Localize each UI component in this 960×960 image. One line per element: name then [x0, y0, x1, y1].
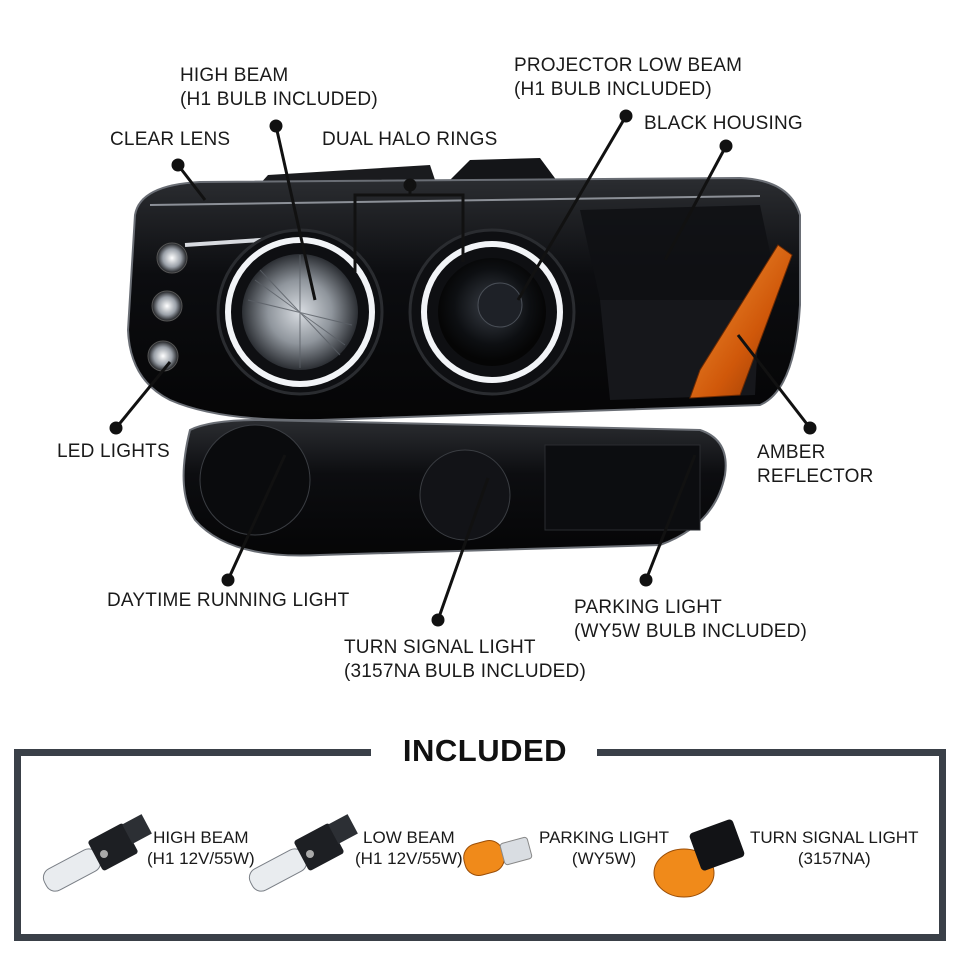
included-item-low-beam: LOW BEAM(H1 12V/55W)	[355, 828, 463, 868]
callout-clear-lens: CLEAR LENS	[110, 129, 231, 150]
halo-ring-projector	[421, 241, 563, 383]
callout-projector-low-beam: PROJECTOR LOW BEAM(H1 BULB INCLUDED)	[514, 55, 743, 100]
included-frame	[14, 749, 946, 941]
halo-ring-high-beam	[225, 237, 375, 387]
callout-led-lights: LED LIGHTS	[57, 441, 170, 462]
led-light	[147, 340, 179, 372]
h1-bulb-icon	[248, 814, 358, 892]
included-item-turn-signal-light: TURN SIGNAL LIGHT(3157NA)	[750, 828, 919, 868]
callout-turn-signal-light: TURN SIGNAL LIGHT(3157NA BULB INCLUDED)	[344, 637, 586, 682]
included-frame-top-left	[14, 749, 371, 756]
included-item-high-beam: HIGH BEAM(H1 12V/55W)	[147, 828, 255, 868]
included-frame-top-right	[597, 749, 946, 756]
drl-reflector	[199, 424, 311, 536]
included-title: INCLUDED	[402, 733, 568, 768]
h1-bulb-icon	[42, 814, 152, 892]
included-item-parking-light: PARKING LIGHT(WY5W)	[539, 828, 670, 868]
led-light	[156, 242, 188, 274]
parking-light-reflector	[544, 444, 701, 531]
wy5w-bulb-icon	[463, 836, 533, 876]
amber-reflector	[689, 244, 793, 399]
3157na-bulb-icon	[653, 819, 745, 898]
clear-lens-edge	[149, 195, 761, 206]
callout-black-housing: BLACK HOUSING	[644, 113, 803, 134]
led-light	[151, 290, 183, 322]
callout-parking-light: PARKING LIGHT(WY5W BULB INCLUDED)	[574, 597, 808, 642]
turn-signal-reflector	[419, 449, 511, 541]
callout-high-beam: HIGH BEAM(H1 BULB INCLUDED)	[180, 65, 378, 110]
callout-dual-halo-rings: DUAL HALO RINGS	[322, 129, 498, 150]
headlight-product-image	[109, 109, 817, 627]
callout-daytime-running-light: DAYTIME RUNNING LIGHT	[107, 590, 350, 611]
